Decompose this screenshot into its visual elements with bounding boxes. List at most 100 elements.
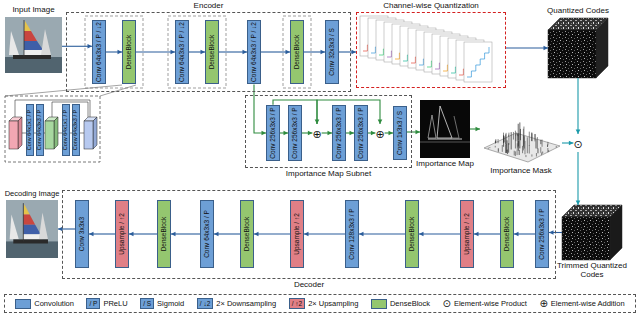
flow-arrow	[317, 100, 382, 124]
layer-box: DenseBlock	[240, 200, 254, 268]
group-title: Decoder	[294, 281, 324, 289]
layer-box: Conv 32x3x3 / S	[325, 20, 339, 84]
flow-arrow	[171, 232, 200, 237]
cube-face	[596, 18, 608, 78]
legend-sample-box: / ↑2	[289, 298, 305, 309]
encoder-subgroup	[85, 16, 311, 88]
arrow-line	[254, 233, 290, 234]
legend-text: Element-wise Addition	[551, 299, 625, 308]
mask-spike	[495, 146, 496, 148]
layer-label: Conv 256x3x3 / P	[270, 107, 277, 158]
image-panel: Trimmed Quantized Codes	[562, 205, 622, 260]
group-title: Encoder	[194, 2, 224, 10]
mask-spike	[506, 133, 507, 145]
mask-spike	[516, 133, 517, 135]
flow-arrow	[304, 50, 325, 55]
arrow-head	[308, 131, 313, 136]
layer-box: Upsample / ↑2	[290, 200, 304, 268]
mask-spike	[537, 137, 538, 149]
arrow-head	[576, 201, 581, 206]
arrow-line	[317, 100, 380, 124]
layer-box: Upsample / ↑2	[460, 200, 474, 268]
legend-swatch	[15, 299, 31, 309]
mask-spike	[514, 151, 515, 156]
legend-text: Element-wise Product	[454, 299, 527, 308]
layer-box: Conv 128x3x3 / P	[345, 200, 359, 268]
arrow-line	[359, 233, 405, 234]
layer-box: DenseBlock	[405, 200, 419, 268]
legend-sample-box: / S	[140, 298, 154, 309]
cube-face	[18, 117, 22, 149]
arrow-line	[577, 152, 578, 205]
layer-box: Conv 64x3x3 / P / ↓2	[175, 20, 189, 85]
layer-label: Conv 256x3x3 / P	[358, 107, 365, 158]
arrow-head	[514, 232, 519, 237]
flow-arrow	[189, 50, 205, 55]
mask-spike	[495, 139, 496, 142]
denseblock-inset	[80, 133, 84, 134]
image-panel: Importance Mask	[480, 100, 562, 165]
layer-label: DenseBlock	[294, 35, 301, 70]
mask-spike	[527, 137, 528, 153]
flow-arrow	[89, 232, 115, 237]
legend-item: / ↑22× Upsampling	[289, 298, 359, 309]
module-group: DecoderConv 256x3x3 / PDenseBlockUpsampl…	[62, 190, 556, 279]
quantization-slice	[464, 42, 492, 82]
denseblock-inset	[5, 85, 136, 162]
mask-spike	[531, 133, 532, 141]
layer-label: Conv 32x3x3 / S	[329, 28, 336, 76]
arrow-head	[549, 230, 554, 235]
decoded-photo	[6, 200, 58, 258]
layer-label: Conv 256x3x3 / P	[336, 107, 343, 158]
legend-text: PReLU	[103, 299, 127, 308]
mask-spike	[537, 148, 538, 153]
mask-spike	[536, 139, 537, 148]
flow-arrow	[106, 50, 122, 55]
arrow-head	[576, 130, 581, 135]
code-cube	[548, 18, 622, 260]
mask-spike	[517, 150, 518, 155]
cube-face	[9, 121, 18, 149]
mask-spike	[515, 151, 516, 156]
group-title: Importance Map Subnet	[286, 170, 371, 178]
flow-arrow	[322, 131, 332, 136]
group-title: Channel-wise Quantization	[383, 2, 479, 10]
layer-label: Conv 256x3x3 / P	[539, 208, 546, 259]
flow-arrow	[368, 131, 375, 136]
mask-spike	[515, 131, 516, 149]
layer-label: Upsample / ↑2	[464, 213, 471, 255]
flow-arrow	[385, 131, 393, 136]
image-caption: Input Image	[12, 6, 54, 15]
image-panel: Importance Map	[420, 100, 470, 158]
operator-glyph: ⊕	[312, 129, 321, 140]
module-group: Importance Map SubnetConv 256x3x3 / PCon…	[245, 95, 412, 168]
flow-arrow	[514, 232, 535, 237]
mask-spike	[508, 143, 509, 153]
layer-box: DenseBlock	[500, 200, 514, 268]
layer-box: Conv 64x3x3 / P	[200, 200, 214, 268]
legend-sample-box: / ↓2	[197, 298, 213, 309]
mask-spike	[511, 132, 512, 149]
mask-spike	[513, 132, 514, 140]
mask-spike	[498, 148, 499, 152]
legend-sample-box: / P	[86, 298, 100, 309]
mask-spike	[503, 135, 504, 147]
mask-spike	[489, 147, 490, 148]
layer-label: Conv 128x3x3 / P	[349, 208, 356, 259]
layer-label: Conv 1x3x3 / S	[397, 111, 404, 155]
layer-label: Conv 64x1x1 / P	[63, 110, 69, 150]
mask-spike	[505, 145, 506, 153]
mask-spike	[517, 134, 518, 135]
layer-label: Conv 64x3x3 / P / ↓2	[179, 22, 186, 82]
mask-spike	[523, 127, 524, 144]
arrow-head	[214, 232, 219, 237]
layer-label: DenseBlock	[209, 35, 216, 70]
legend-swatch	[371, 299, 387, 309]
mask-spike	[502, 145, 503, 152]
flow-arrow	[407, 130, 420, 135]
layer-box: DenseBlock	[157, 200, 171, 268]
importance-mask-plot	[484, 122, 560, 162]
arrow-head	[544, 46, 549, 51]
layer-box: Upsample / ↑2	[115, 200, 129, 268]
layer-label: DenseBlock	[126, 35, 133, 70]
